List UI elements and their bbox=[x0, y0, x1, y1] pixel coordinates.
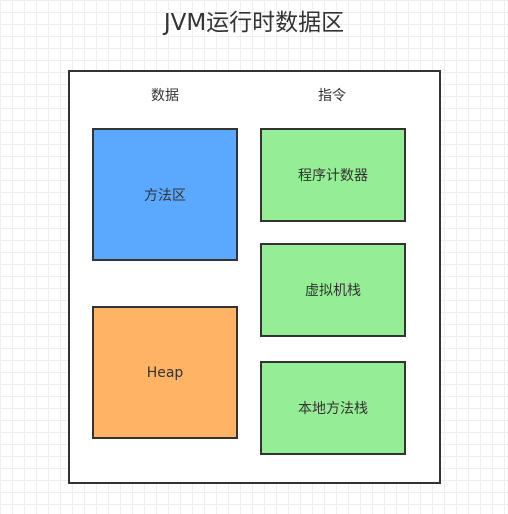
pc-register-label: 程序计数器 bbox=[298, 168, 368, 184]
diagram-title: JVM运行时数据区 bbox=[163, 10, 345, 36]
method-area-box: 方法区 bbox=[92, 128, 238, 261]
method-area-label: 方法区 bbox=[144, 187, 186, 204]
data-column-label: 数据 bbox=[151, 88, 179, 104]
vm-stack-label: 虚拟机栈 bbox=[305, 283, 361, 299]
heap-box: Heap bbox=[92, 306, 238, 439]
native-method-stack-box: 本地方法栈 bbox=[260, 361, 406, 455]
heap-label: Heap bbox=[146, 364, 184, 381]
native-method-stack-label: 本地方法栈 bbox=[298, 401, 368, 417]
vm-stack-box: 虚拟机栈 bbox=[260, 243, 406, 337]
instruction-column-label: 指令 bbox=[318, 88, 346, 104]
pc-register-box: 程序计数器 bbox=[260, 128, 406, 222]
